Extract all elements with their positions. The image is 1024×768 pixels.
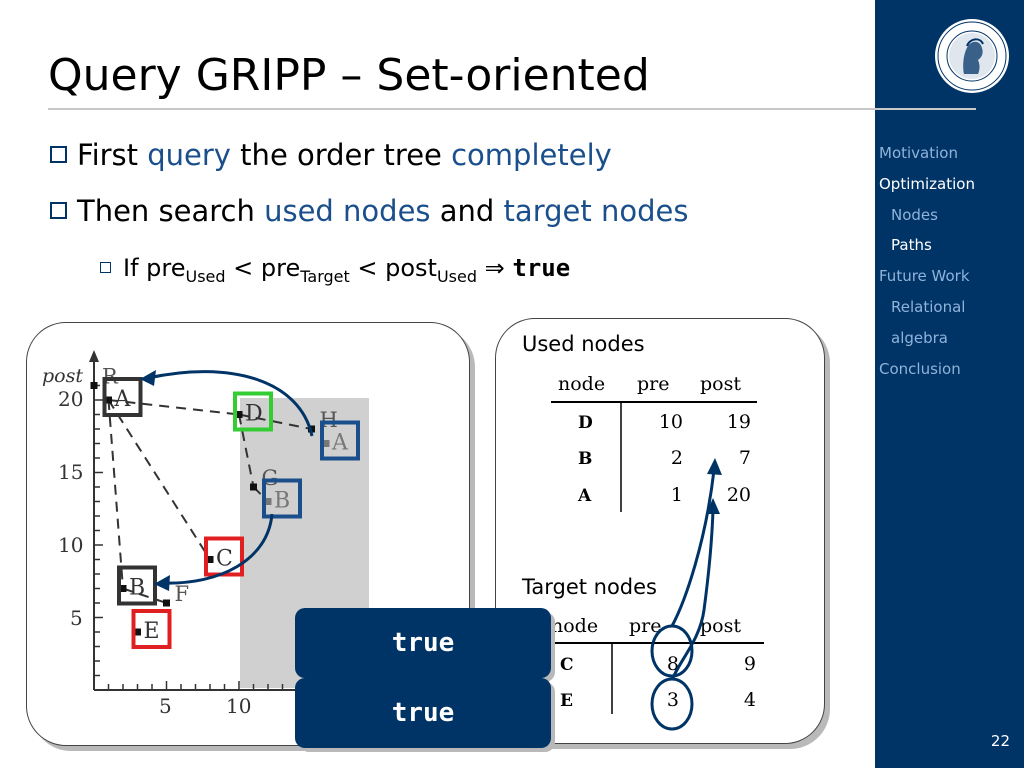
- result-true-badge: true: [295, 608, 551, 678]
- condition-subscript: Used: [185, 266, 226, 286]
- sidebar: 22: [875, 0, 1024, 768]
- bullet-text: First: [77, 138, 148, 172]
- nav-item-conclusion[interactable]: Conclusion: [879, 359, 961, 378]
- bullet-highlight: target nodes: [503, 194, 689, 228]
- sub-bullet-box-icon: [100, 262, 111, 273]
- university-seal-logo: [935, 19, 1009, 93]
- bullet-box-icon: [50, 146, 67, 163]
- condition-subscript: Target: [300, 266, 350, 286]
- sub-bullet-condition: If preUsed < preTarget < postUsed ⇒ true: [100, 254, 570, 286]
- bullet-2: Then search used nodes and target nodes: [50, 194, 688, 228]
- nav-item-nodes[interactable]: Nodes: [891, 205, 938, 224]
- bullet-text: the order tree: [230, 138, 452, 172]
- nav-item-future-work[interactable]: Future Work: [879, 267, 970, 286]
- page-number: 22: [990, 732, 1010, 750]
- bullet-highlight: used nodes: [264, 194, 431, 228]
- condition-result: true: [512, 254, 571, 282]
- nav-item-optimization[interactable]: Optimization: [879, 174, 975, 193]
- bullet-box-icon: [50, 202, 67, 219]
- nav-item-relational[interactable]: Relational: [891, 297, 966, 316]
- nav-item-algebra[interactable]: algebra: [891, 328, 948, 347]
- condition-text: < pre: [225, 254, 301, 282]
- slide-title: Query GRIPP – Set-oriented: [48, 50, 650, 101]
- bullet-text: Then search: [77, 194, 265, 228]
- nav-item-paths[interactable]: Paths: [891, 236, 932, 255]
- result-true-badge: true: [295, 678, 551, 748]
- used-nodes-title: Used nodes: [522, 332, 645, 356]
- condition-subscript: Used: [436, 266, 478, 286]
- nav-item-motivation[interactable]: Motivation: [879, 144, 958, 162]
- title-divider: [48, 108, 976, 110]
- condition-text: If pre: [123, 254, 186, 282]
- sidebar-nav: Motivation Optimization Nodes Paths Futu…: [879, 138, 1024, 384]
- condition-text: < post: [349, 254, 437, 282]
- bullet-highlight: completely: [451, 138, 612, 172]
- target-nodes-title: Target nodes: [522, 575, 657, 599]
- implies-symbol: ⇒: [477, 254, 513, 282]
- bullet-text: and: [430, 194, 504, 228]
- bullet-highlight: query: [147, 138, 231, 172]
- bullet-1: First query the order tree completely: [50, 138, 612, 172]
